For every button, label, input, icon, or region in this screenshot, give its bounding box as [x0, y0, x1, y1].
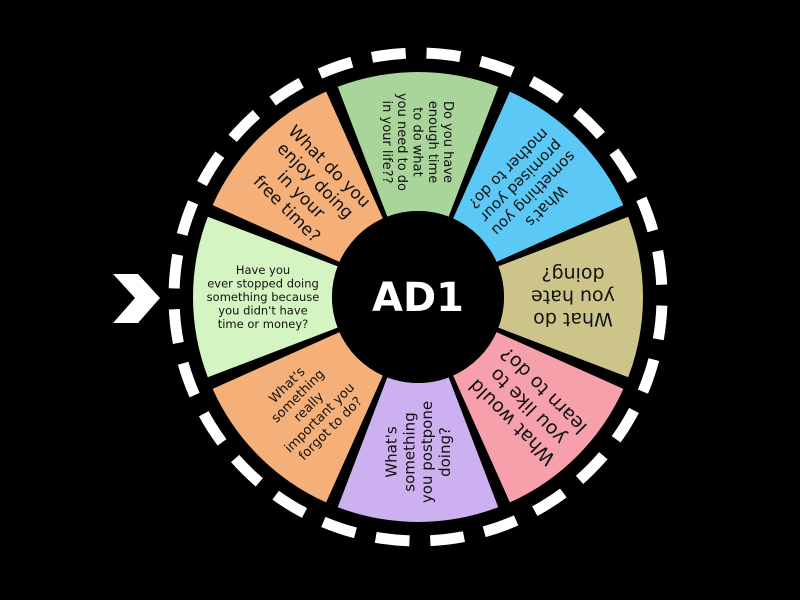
- segment-label-line: doing?: [436, 427, 454, 477]
- wheel-segment[interactable]: [193, 216, 338, 378]
- wheel-segment[interactable]: [453, 91, 624, 262]
- rim-dash: [426, 47, 462, 63]
- wheel-rim: [168, 47, 668, 547]
- rim-dash: [197, 151, 225, 187]
- segment-label-line: Do you have: [440, 101, 455, 183]
- rim-dash: [652, 250, 668, 286]
- rim-dash: [637, 358, 660, 394]
- rim-dash: [636, 196, 659, 233]
- rim-dash: [609, 148, 638, 183]
- rim-dash: [429, 531, 465, 547]
- wheel-segment[interactable]: [498, 216, 643, 378]
- segment-label-line: you need to do: [394, 93, 409, 191]
- rim-dash: [168, 253, 184, 289]
- segment-label-line: time or money?: [218, 317, 309, 331]
- rim-dash: [611, 407, 639, 443]
- wheel-segment[interactable]: [212, 91, 383, 262]
- wheel-segment[interactable]: [212, 332, 383, 503]
- wheel-segment[interactable]: [337, 377, 499, 522]
- segment-label-line: something: [400, 412, 418, 491]
- segment-label-line: ever stopped doing: [207, 276, 319, 290]
- segment-label-line: What's: [383, 426, 401, 478]
- rim-dash: [177, 361, 200, 398]
- rim-dash: [652, 305, 668, 341]
- wheel-segment[interactable]: [337, 71, 499, 217]
- chevron-right-icon: [113, 274, 160, 323]
- wheel-segment[interactable]: [453, 332, 624, 503]
- rim-dash: [168, 308, 184, 344]
- segment-label-line: something because: [207, 290, 320, 304]
- segment-label-line: doing?: [541, 263, 604, 285]
- rim-dash: [371, 47, 407, 63]
- rim-dash: [532, 488, 567, 517]
- rim-dash: [479, 55, 515, 78]
- rim-dash: [575, 452, 608, 484]
- rim-dash: [374, 531, 410, 547]
- segment-label-line: enough time: [425, 101, 440, 183]
- rim-dash: [269, 77, 304, 106]
- rim-dash: [272, 490, 308, 518]
- segment-label-line: you postpone: [418, 401, 436, 503]
- rim-dash: [317, 56, 354, 79]
- segment-label-line: you didn't have: [218, 304, 307, 318]
- rim-dash: [573, 107, 605, 140]
- rim-dash: [176, 200, 199, 236]
- rim-dash: [482, 515, 519, 538]
- segment-label-line: What do: [533, 308, 613, 330]
- rim-dash: [198, 411, 227, 446]
- wheel-segments[interactable]: [193, 71, 643, 522]
- rim-dash: [321, 516, 357, 539]
- rim-dash: [528, 76, 564, 104]
- rim-dash: [228, 110, 261, 142]
- wheel-title: AD1: [372, 275, 464, 321]
- segment-label-line: Have you: [236, 263, 290, 277]
- rim-dash: [231, 454, 263, 487]
- segment-label-line: to do what: [409, 107, 424, 176]
- segment-label-line: in your life??: [379, 101, 394, 184]
- wheel-hub[interactable]: [332, 211, 504, 383]
- segment-label-line: you hate: [531, 285, 615, 307]
